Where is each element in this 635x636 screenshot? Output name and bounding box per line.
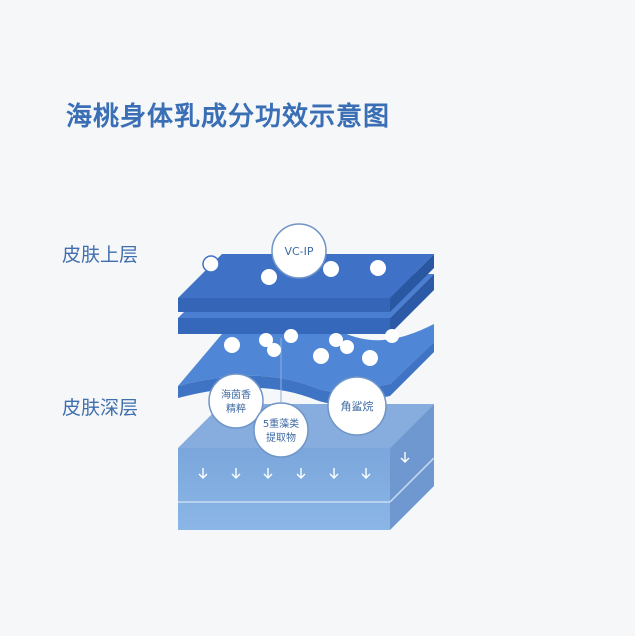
down-arrow-icon (361, 468, 371, 479)
penetration-arrows (198, 452, 410, 479)
bubble-label-line1: 海茵香 (221, 388, 251, 401)
down-arrow-icon (296, 468, 306, 479)
ingredient-bubble-squalane: 角鲨烷 (327, 376, 387, 436)
ingredient-bubble-algae: 5重藻类 提取物 (253, 402, 309, 458)
bubble-label: 角鲨烷 (341, 399, 374, 413)
bubble-label-line2: 提取物 (266, 431, 296, 444)
particle (261, 269, 277, 285)
particle (259, 333, 273, 347)
particle (385, 329, 399, 343)
particle (202, 255, 220, 273)
particle (329, 333, 343, 347)
bubble-label-line1: 5重藻类 (263, 417, 299, 430)
bubble-label-line2: 精粹 (226, 402, 246, 415)
particle (340, 340, 354, 354)
label-skin-upper-layer: 皮肤上层 (62, 244, 139, 266)
down-arrow-icon (329, 468, 339, 479)
lower-plate-front (178, 318, 390, 334)
upper-plate-side (390, 254, 434, 312)
wave-particles (224, 329, 399, 366)
down-arrow-icon (263, 468, 273, 479)
particle (267, 343, 281, 357)
label-skin-deep-layer: 皮肤深层 (62, 397, 139, 419)
ingredient-bubble-vcip: VC-IP (271, 223, 327, 279)
particle (362, 350, 378, 366)
particle (284, 329, 298, 343)
down-arrow-icon (231, 468, 241, 479)
page-title: 海桃身体乳成分功效示意图 (66, 102, 391, 132)
deep-block-front (178, 448, 390, 530)
particle (370, 260, 386, 276)
particle (224, 337, 240, 353)
upper-particles (202, 255, 386, 285)
deep-block-side (390, 404, 434, 530)
lower-plate-side (390, 274, 434, 334)
deep-block-side-divider (389, 457, 435, 503)
down-arrow-icon (198, 468, 208, 479)
down-arrow-icon (400, 452, 410, 463)
bubble-label: VC-IP (284, 245, 313, 258)
ingredient-bubble-haiyinxiang: 海茵香 精粹 (208, 373, 264, 429)
particle (313, 348, 329, 364)
upper-plate-front (178, 298, 390, 312)
particle (323, 261, 339, 277)
